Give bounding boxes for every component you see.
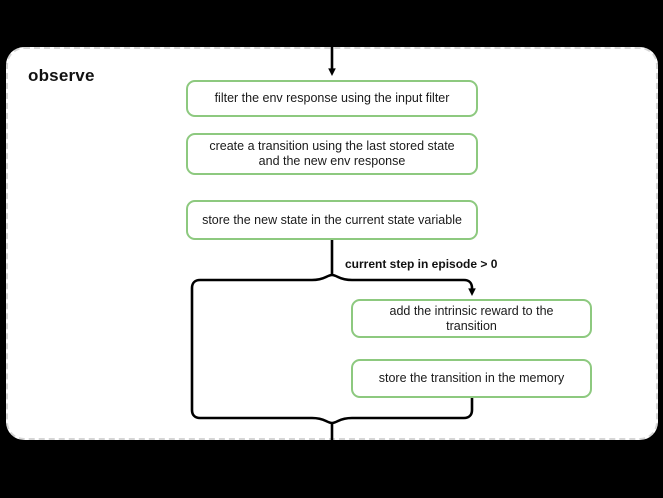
node-label: store the transition in the memory xyxy=(378,371,565,385)
group-title: observe xyxy=(28,66,95,85)
edge-label-current-step-condition: current step in episode > 0 xyxy=(345,257,498,271)
node-label: filter the env response using the input … xyxy=(214,91,450,105)
node-filter-env-response[interactable]: filter the env response using the input … xyxy=(186,80,478,117)
node-label: add the intrinsic reward to the transiti… xyxy=(389,303,554,333)
node-store-new-state[interactable]: store the new state in the current state… xyxy=(186,200,478,240)
node-label: create a transition using the last store… xyxy=(209,139,455,168)
node-add-intrinsic-reward[interactable]: add the intrinsic reward to the transiti… xyxy=(351,299,592,338)
node-label: store the new state in the current state… xyxy=(202,212,462,227)
node-create-transition[interactable]: create a transition using the last store… xyxy=(186,133,478,175)
node-store-transition-memory[interactable]: store the transition in the memory xyxy=(351,359,592,398)
